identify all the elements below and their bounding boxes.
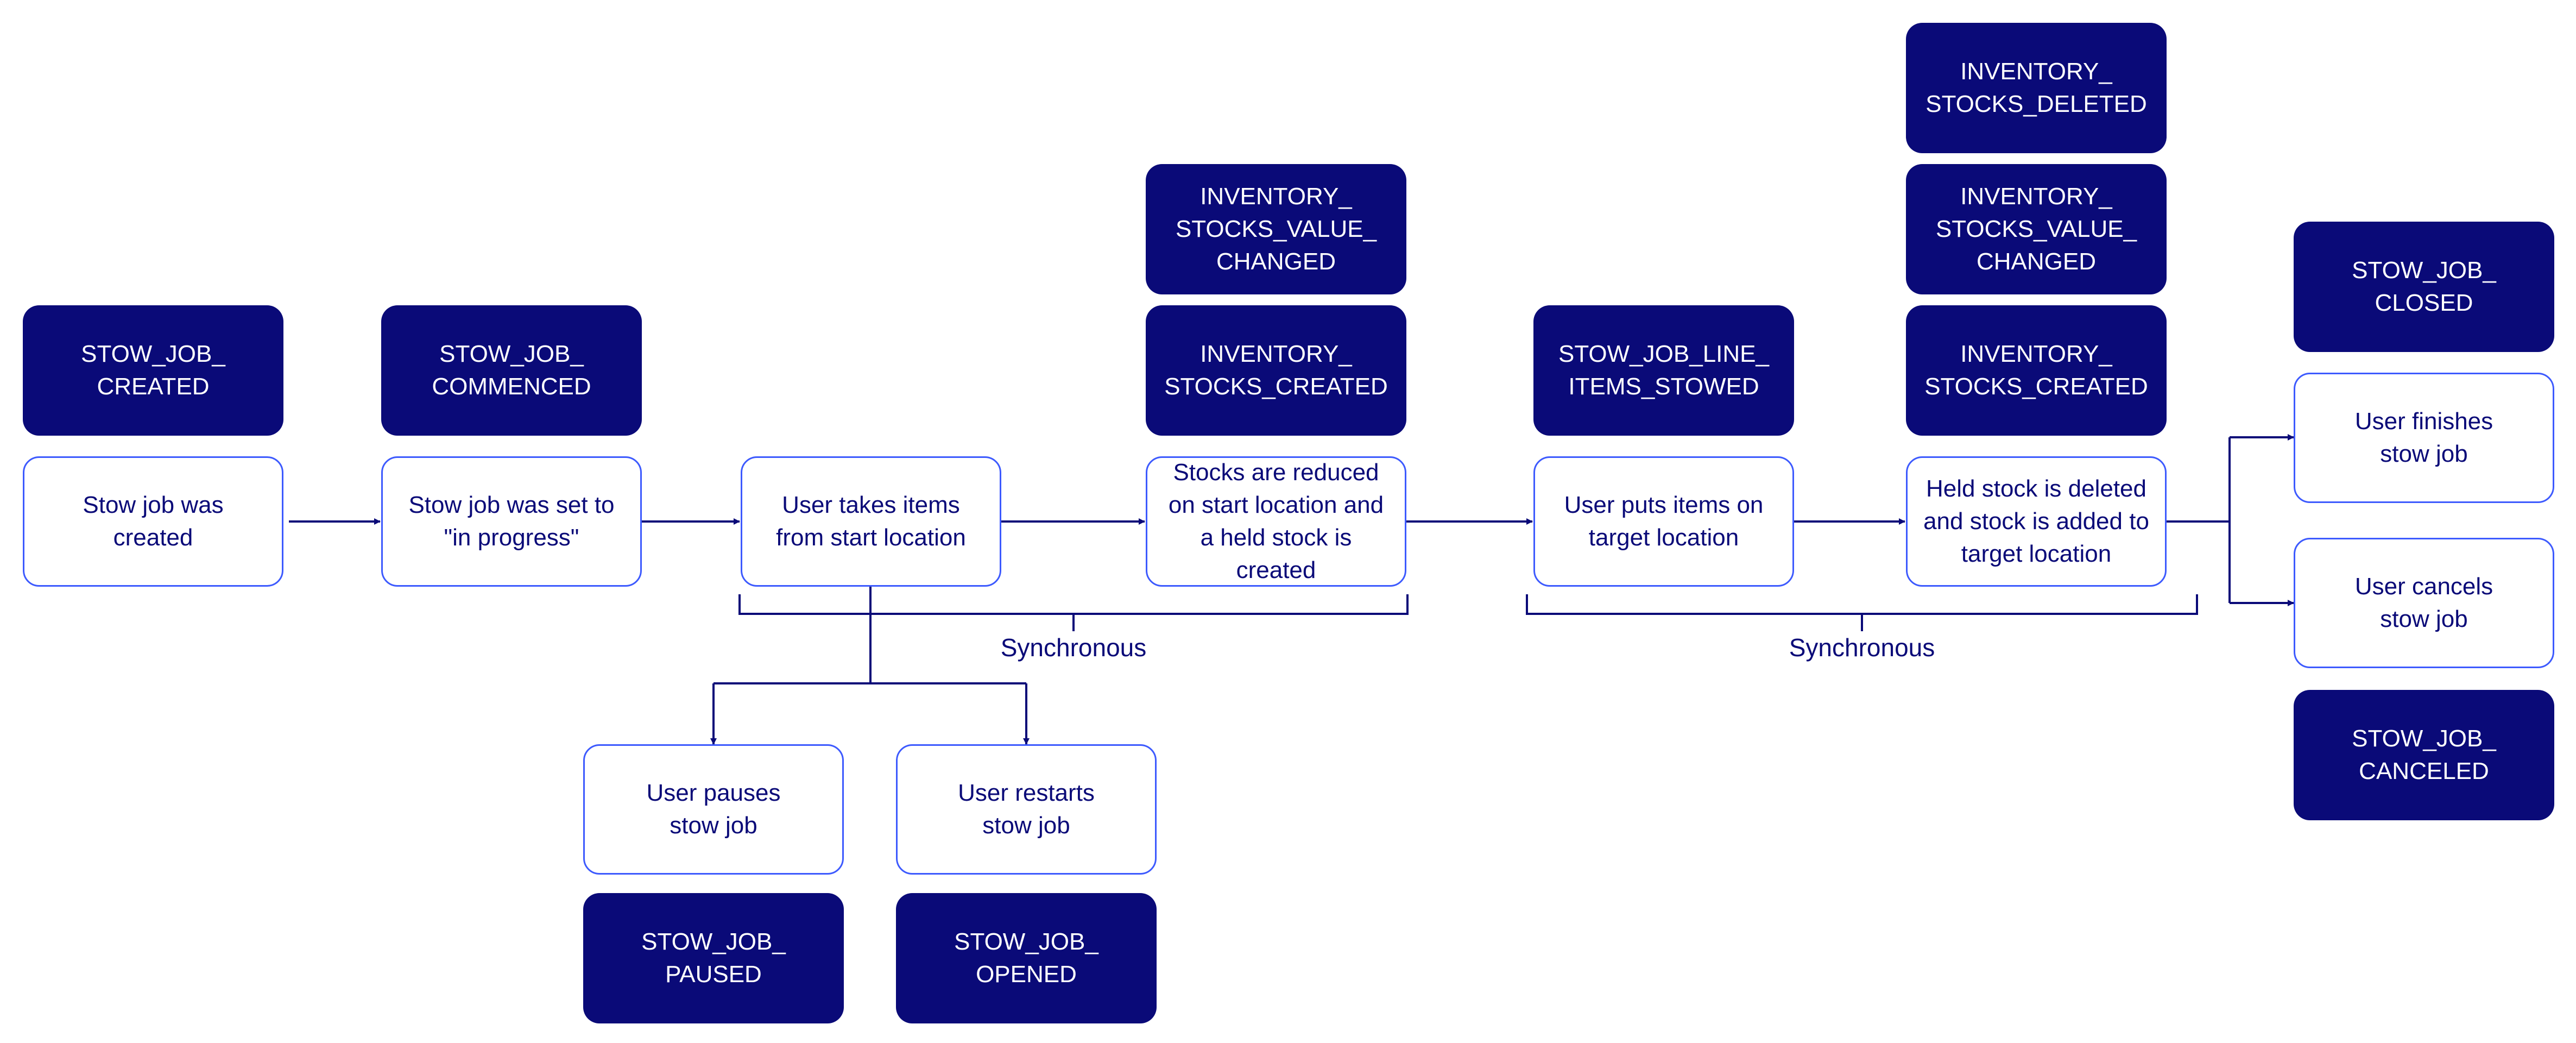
synchronous-label-1: Synchronous — [1000, 633, 1147, 662]
step-user-cancels-stow-job: User cancels stow job — [2294, 538, 2554, 668]
sync-bracket-1 — [738, 594, 1409, 631]
event-inventory-stocks-created: INVENTORY_ STOCKS_CREATED — [1146, 305, 1406, 436]
synchronous-label-2: Synchronous — [1789, 633, 1935, 662]
event-stow-job-canceled: STOW_JOB_ CANCELED — [2294, 690, 2554, 820]
event-stow-job-paused: STOW_JOB_ PAUSED — [583, 893, 844, 1023]
event-inventory-stocks-value-changed: INVENTORY_ STOCKS_VALUE_ CHANGED — [1146, 164, 1406, 294]
sync-bracket-2 — [1526, 594, 2198, 631]
event-inventory-stocks-value-changed-2: INVENTORY_ STOCKS_VALUE_ CHANGED — [1906, 164, 2167, 294]
event-inventory-stocks-created-2: INVENTORY_ STOCKS_CREATED — [1906, 305, 2167, 436]
step-user-takes-items: User takes items from start location — [741, 456, 1001, 587]
event-stow-job-commenced: STOW_JOB_ COMMENCED — [381, 305, 642, 436]
step-user-restarts-stow-job: User restarts stow job — [896, 744, 1157, 875]
event-stow-job-created: STOW_JOB_ CREATED — [23, 305, 283, 436]
event-stow-job-closed: STOW_JOB_ CLOSED — [2294, 222, 2554, 352]
event-stow-job-opened: STOW_JOB_ OPENED — [896, 893, 1157, 1023]
event-stow-job-line-items-stowed: STOW_JOB_LINE_ ITEMS_STOWED — [1533, 305, 1794, 436]
step-held-stock-deleted: Held stock is deleted and stock is added… — [1906, 456, 2167, 587]
step-stocks-reduced: Stocks are reduced on start location and… — [1146, 456, 1406, 587]
event-inventory-stocks-deleted: INVENTORY_ STOCKS_DELETED — [1906, 23, 2167, 153]
step-user-puts-items: User puts items on target location — [1533, 456, 1794, 587]
step-user-finishes-stow-job: User finishes stow job — [2294, 373, 2554, 503]
step-stow-job-set-in-progress: Stow job was set to "in progress" — [381, 456, 642, 587]
step-user-pauses-stow-job: User pauses stow job — [583, 744, 844, 875]
step-stow-job-was-created: Stow job was created — [23, 456, 283, 587]
